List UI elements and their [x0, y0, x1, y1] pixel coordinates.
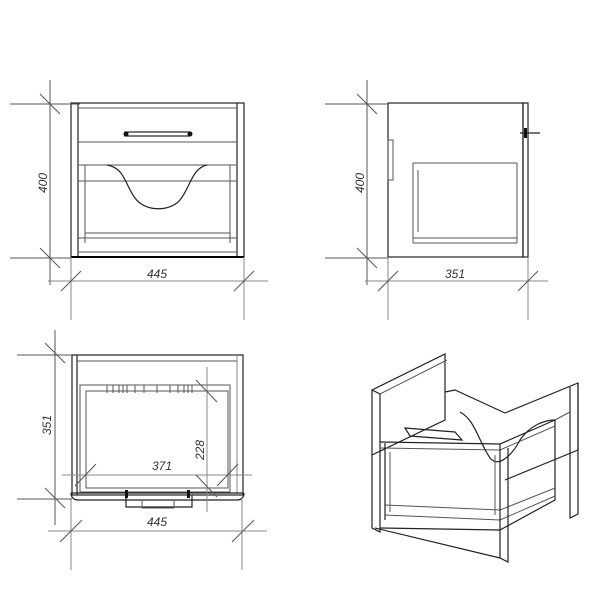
top-view — [17, 330, 267, 570]
side-depth-dimension: 351 — [445, 267, 465, 281]
side-height-dimension: 400 — [353, 173, 367, 193]
top-width-dimension: 445 — [147, 515, 167, 529]
front-width-dimension: 445 — [147, 267, 167, 281]
side-view — [325, 80, 548, 320]
isometric-view — [371, 353, 579, 563]
top-depth-dimension: 351 — [40, 415, 54, 435]
top-inner-depth-dimension: 228 — [193, 440, 207, 461]
top-inner-width-dimension: 371 — [152, 459, 172, 473]
front-view — [10, 80, 268, 320]
front-height-dimension: 400 — [36, 173, 50, 193]
drawer-handle-icon — [123, 131, 193, 137]
